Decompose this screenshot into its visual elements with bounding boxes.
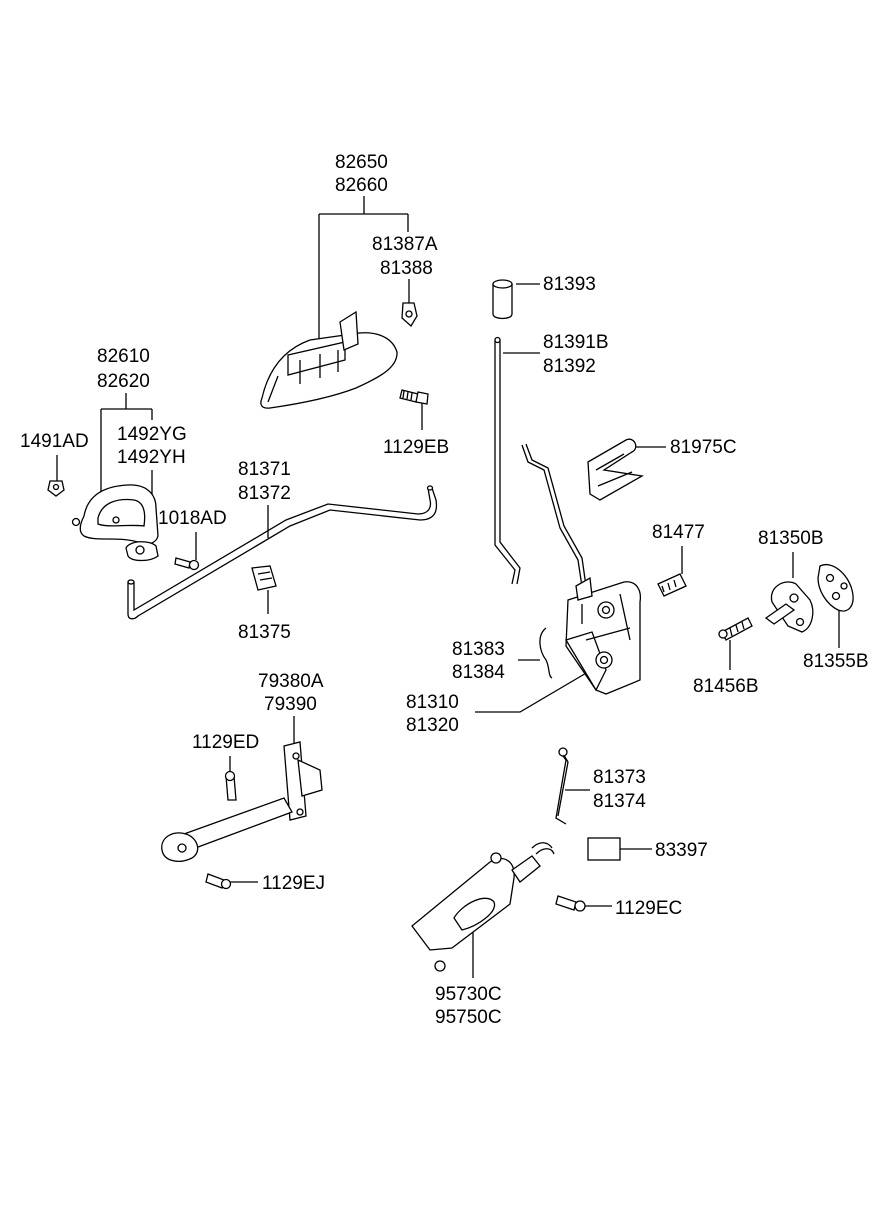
rod-81373-part: [555, 747, 569, 825]
part-label-81373[interactable]: 81373 81374: [593, 767, 646, 812]
part-label-81355b[interactable]: 81355B: [803, 651, 869, 672]
part-label-1492yg[interactable]: 1492YG 1492YH: [117, 424, 187, 468]
part-label-81477[interactable]: 81477: [652, 522, 705, 543]
leader-81310: [475, 671, 589, 713]
svg-text:1492YG: 1492YG: [117, 424, 187, 445]
svg-text:79380A: 79380A: [258, 671, 324, 692]
svg-text:81975C: 81975C: [670, 437, 737, 458]
part-label-81383[interactable]: 81383 81384: [452, 639, 505, 683]
screw-1129ed-part: [224, 770, 237, 801]
svg-text:81456B: 81456B: [693, 676, 759, 697]
svg-text:1129EJ: 1129EJ: [262, 873, 325, 894]
svg-text:81374: 81374: [593, 791, 646, 812]
screw-1129ej-part: [205, 873, 232, 890]
lock-rod-part: [494, 336, 521, 585]
release-rod-part: [127, 485, 438, 620]
svg-text:1129EB: 1129EB: [383, 437, 449, 458]
part-label-82650[interactable]: 82650 82660: [335, 152, 388, 196]
svg-text:81477: 81477: [652, 522, 705, 543]
part-label-1129ec[interactable]: 1129EC: [615, 898, 682, 919]
svg-text:81355B: 81355B: [803, 651, 869, 672]
inside-handle-part: [71, 484, 159, 545]
clip-1491ad-part: [47, 480, 65, 497]
grommet-1492yg-part: [125, 541, 159, 562]
lock-pin-part: [492, 279, 513, 320]
svg-text:1129ED: 1129ED: [192, 732, 259, 753]
svg-text:82610: 82610: [97, 346, 150, 367]
svg-text:95730C: 95730C: [435, 984, 502, 1005]
part-label-95730c[interactable]: 95730C 95750C: [435, 984, 502, 1028]
part-label-83397[interactable]: 83397: [655, 840, 708, 861]
svg-text:81320: 81320: [406, 715, 459, 736]
svg-text:81391B: 81391B: [543, 332, 609, 353]
part-label-1129eb[interactable]: 1129EB: [383, 437, 449, 458]
actuator-95730c-part: [411, 842, 555, 972]
part-label-81310[interactable]: 81310 81320: [406, 692, 459, 736]
svg-text:81371: 81371: [238, 459, 291, 480]
part-label-1129ed[interactable]: 1129ED: [192, 732, 259, 753]
leader-lines: [56, 196, 840, 978]
svg-text:83397: 83397: [655, 840, 708, 861]
svg-text:1129EC: 1129EC: [615, 898, 682, 919]
svg-text:81383: 81383: [452, 639, 505, 660]
part-label-79380a[interactable]: 79380A 79390: [258, 671, 324, 715]
part-label-1129ej[interactable]: 1129EJ: [262, 873, 325, 894]
part-label-81975c[interactable]: 81975C: [670, 437, 737, 458]
part-label-81350b[interactable]: 81350B: [758, 528, 824, 549]
svg-text:95750C: 95750C: [435, 1007, 502, 1028]
part-label-81393[interactable]: 81393: [543, 274, 596, 295]
svg-text:81392: 81392: [543, 356, 596, 377]
outside-handle-part: [260, 310, 398, 409]
svg-text:81373: 81373: [593, 767, 646, 788]
screw-1129ec-part: [555, 895, 586, 912]
rod-clip-81375-part: [251, 565, 277, 591]
svg-text:1018AD: 1018AD: [158, 508, 227, 529]
part-label-81375[interactable]: 81375: [238, 622, 291, 643]
door-checker-part: [161, 741, 323, 862]
svg-text:82660: 82660: [335, 175, 388, 196]
leader-82610: [100, 393, 153, 493]
part-label-1491ad[interactable]: 1491AD: [20, 431, 89, 452]
striker-81350b-part: [764, 581, 814, 633]
shim-81355b-part: [817, 564, 854, 612]
link-rod-part: [521, 443, 589, 601]
part-label-81387a[interactable]: 81387A 81388: [372, 234, 438, 279]
svg-text:81387A: 81387A: [372, 234, 438, 255]
part-label-81391b[interactable]: 81391B 81392: [543, 332, 609, 377]
part-label-81371[interactable]: 81371 81372: [238, 459, 291, 504]
svg-text:81350B: 81350B: [758, 528, 824, 549]
svg-text:81393: 81393: [543, 274, 596, 295]
pad-83397-part: [587, 837, 621, 861]
svg-text:81310: 81310: [406, 692, 459, 713]
svg-text:82620: 82620: [97, 371, 150, 392]
svg-text:82650: 82650: [335, 152, 388, 173]
screw-1018ad-part: [174, 557, 200, 571]
svg-text:81372: 81372: [238, 483, 291, 504]
handle-clip-part: [401, 302, 418, 328]
svg-text:79390: 79390: [264, 694, 317, 715]
svg-text:81375: 81375: [238, 622, 291, 643]
part-label-81456b[interactable]: 81456B: [693, 676, 759, 697]
bracket-81975c-part: [587, 438, 644, 501]
leader-82650: [318, 196, 409, 340]
part-label-1018ad[interactable]: 1018AD: [158, 508, 227, 529]
part-label-82610[interactable]: 82610 82620: [97, 346, 150, 392]
svg-text:81384: 81384: [452, 662, 505, 683]
spring-81383-part: [539, 627, 553, 679]
svg-text:1491AD: 1491AD: [20, 431, 89, 452]
screw-1129eb-part: [399, 389, 429, 405]
screw-81456b-part: [718, 617, 753, 641]
svg-text:1492YH: 1492YH: [117, 447, 186, 468]
door-latch-part: [565, 576, 642, 695]
screw-81477-part: [657, 573, 687, 597]
svg-text:81388: 81388: [380, 258, 433, 279]
